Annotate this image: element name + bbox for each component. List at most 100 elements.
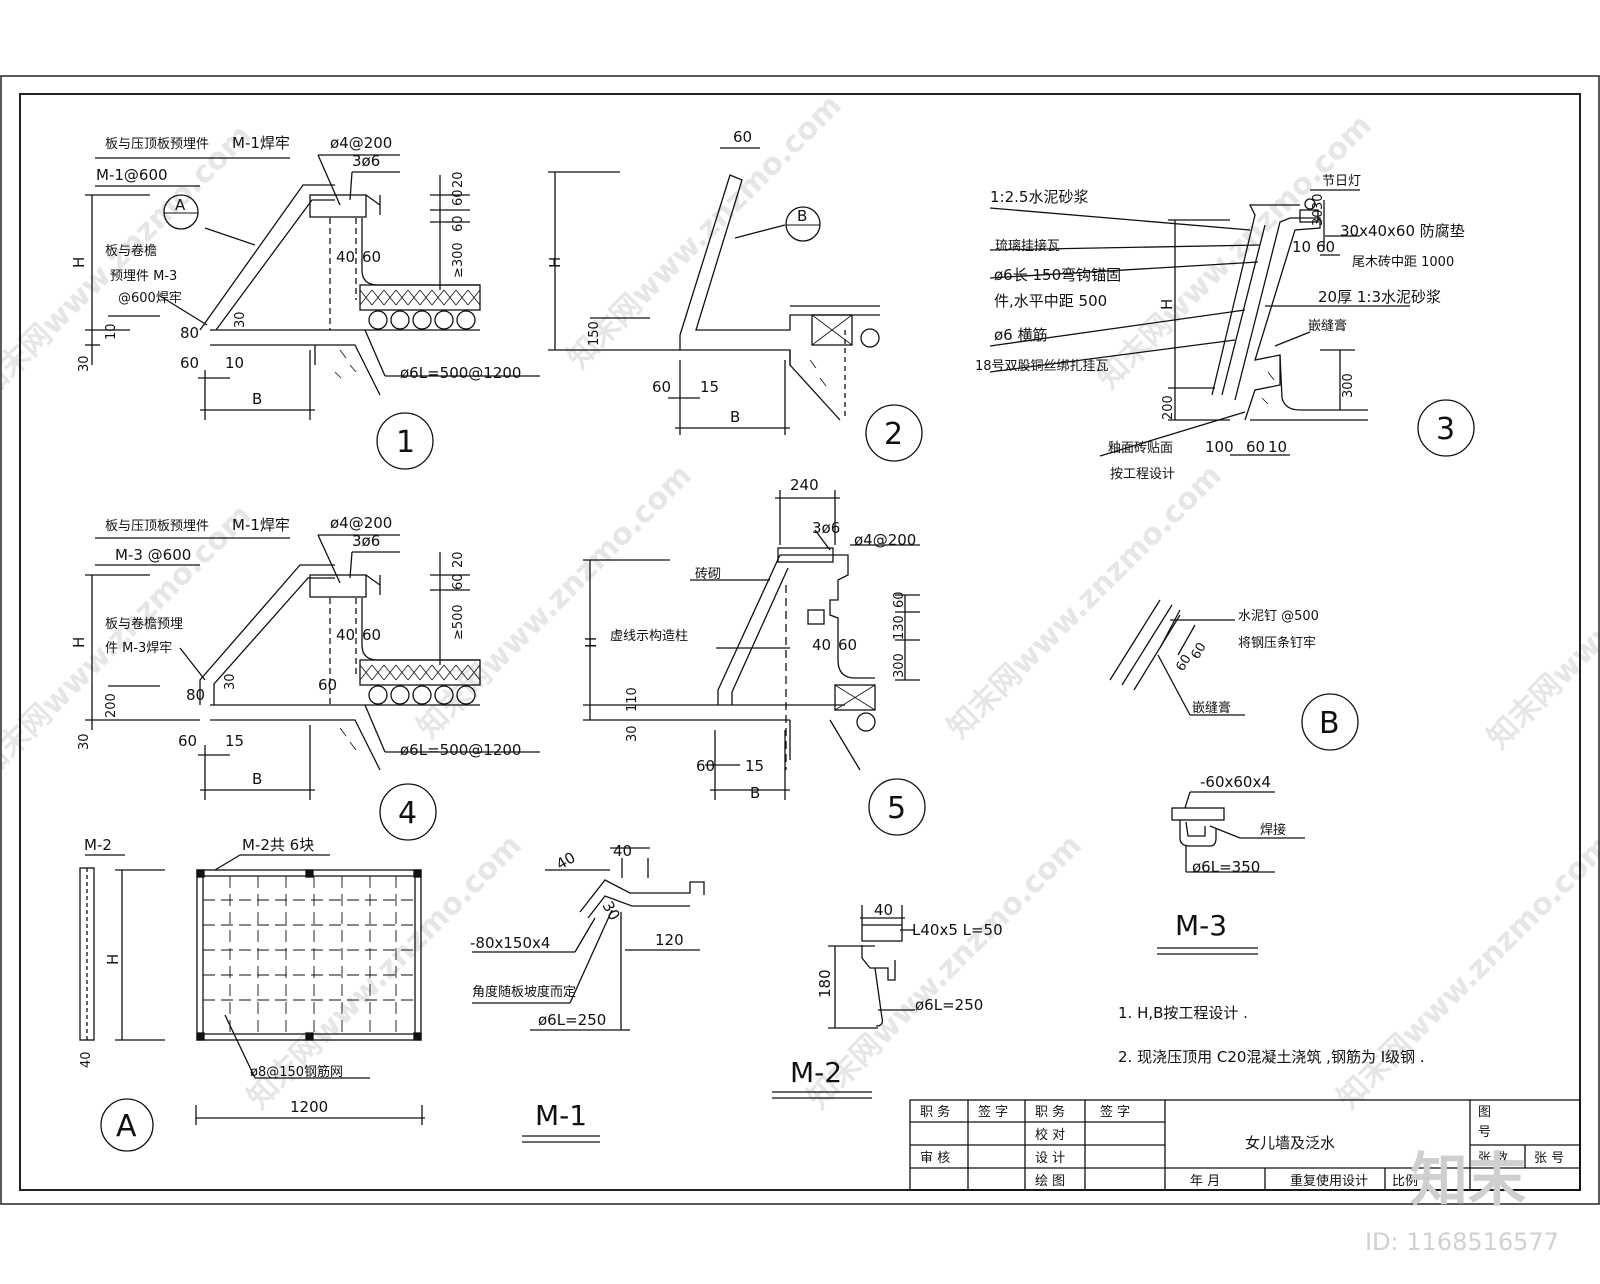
- label: -80x150x4: [470, 934, 550, 952]
- dim: 60: [652, 378, 671, 396]
- dim: 30: [625, 725, 640, 742]
- label: ø8@150钢筋网: [250, 1064, 343, 1080]
- dim: 60: [892, 591, 907, 608]
- dim: B: [252, 390, 262, 408]
- part-title: M-1: [535, 1099, 587, 1132]
- label: 角度随板坡度而定: [472, 984, 576, 1000]
- detail-number: A: [116, 1109, 137, 1144]
- dim: 300: [892, 653, 907, 678]
- label: 嵌缝膏: [1308, 318, 1347, 334]
- tb-label: 张 号: [1534, 1151, 1564, 1166]
- detail-number: 4: [398, 796, 417, 831]
- label: M-1焊牢: [232, 516, 290, 534]
- part-m3-text: M-3 -60x60x4 焊接 ø6L=350: [1175, 773, 1286, 942]
- drawing-title: 女儿墙及泛水: [1245, 1134, 1335, 1152]
- reference-bubble-a: [163, 194, 199, 230]
- dim: ≥300: [451, 242, 466, 278]
- detail-marker-b: [1301, 693, 1359, 751]
- dim: ø4@200: [330, 514, 392, 532]
- dim: 10: [225, 354, 244, 372]
- label: ø6L=250: [915, 996, 983, 1014]
- dim: 60: [180, 354, 199, 372]
- dim: 60: [178, 732, 197, 750]
- reference-label: B: [797, 207, 807, 225]
- watermark: 知末网www.znzmo.com: [941, 458, 1229, 746]
- label: 焊接: [1260, 822, 1286, 838]
- dim: 3ø6: [352, 532, 380, 550]
- dim: 40: [336, 626, 355, 644]
- dim: 20: [451, 171, 466, 188]
- dim: B: [730, 408, 740, 426]
- tb-header: 签 字: [1100, 1104, 1130, 1120]
- dim: H: [104, 954, 122, 965]
- detail-1-text: 板与压顶板预埋件 M-1焊牢 M-1@600 板与卷檐 预埋件 M-3 @600…: [70, 134, 521, 470]
- dim: 15: [700, 378, 719, 396]
- reference-label: A: [175, 196, 186, 214]
- label: ø6L=250: [538, 1011, 606, 1029]
- dim: 30: [233, 311, 248, 328]
- part-m1: [472, 847, 705, 1143]
- label: 板与卷檐: [105, 243, 157, 259]
- dim: 200: [1161, 395, 1176, 420]
- dim: 60: [1316, 238, 1335, 256]
- label: 琉璃挂接瓦: [995, 238, 1060, 254]
- detail-1: [85, 154, 540, 420]
- dim: 10: [104, 323, 119, 340]
- tb-label: 号: [1478, 1125, 1491, 1140]
- tb-header: 职 务: [1035, 1104, 1065, 1120]
- dim: 15: [745, 757, 764, 775]
- detail-b-text: 水泥钉 @500 将钢压条钉牢 嵌缝膏 60 60 B: [1173, 609, 1359, 751]
- detail-5-text: 砖砌 虚线示构造柱 240 3ø6 ø4@200 H 60 130 300 40…: [582, 476, 926, 836]
- dim: 130: [892, 615, 907, 640]
- label: M-3 @600: [115, 546, 191, 564]
- detail-number: 5: [887, 791, 906, 826]
- label: 18号双股铜丝绑扎挂瓦: [975, 359, 1109, 374]
- part-title: M-2: [790, 1056, 842, 1089]
- label: 20厚 1:3水泥砂浆: [1318, 288, 1441, 306]
- tb-label: 年 月: [1190, 1174, 1220, 1189]
- detail-a: [79, 854, 425, 1125]
- label: M-2: [84, 836, 112, 854]
- dim: 120: [655, 931, 684, 949]
- label: M-2共 6块: [242, 836, 314, 854]
- label: M-1@600: [96, 166, 168, 184]
- tb-label: 图: [1478, 1105, 1491, 1120]
- label: 虚线示构造柱: [610, 629, 688, 644]
- dim: 60: [318, 676, 337, 694]
- dim: 60: [451, 189, 466, 206]
- detail-marker-2: [865, 404, 923, 462]
- detail-3-text: 1:2.5水泥砂浆 琉璃挂接瓦 ø6长 150弯钩锚固 件,水平中距 500 ø…: [975, 174, 1475, 482]
- dim: 80: [186, 686, 205, 704]
- dim: 10: [1292, 238, 1311, 256]
- tb-label: 重复使用设计: [1290, 1173, 1368, 1189]
- label: 件,水平中距 500: [994, 292, 1107, 310]
- dim: 100: [1205, 438, 1234, 456]
- title-block: [909, 1099, 1581, 1191]
- dim: 60: [362, 626, 381, 644]
- label: 板与压顶板预埋件: [105, 519, 209, 534]
- dim: 40: [613, 842, 632, 860]
- dim: 180: [816, 969, 834, 998]
- dim: H: [70, 257, 88, 268]
- detail-4-text: 板与压顶板预埋件 M-1焊牢 M-3 @600 板与卷檐预埋 件 M-3焊牢 ø…: [70, 514, 521, 841]
- label: M-1焊牢: [232, 134, 290, 152]
- note: 2. 现浇压顶用 C20混凝土浇筑 ,钢筋为 Ⅰ级钢 .: [1118, 1048, 1425, 1066]
- label: 预埋件 M-3: [110, 269, 177, 284]
- detail-number: B: [1319, 706, 1340, 741]
- label: 板与压顶板预埋件: [105, 137, 209, 152]
- dim: 60: [733, 128, 752, 146]
- dim: 60: [838, 636, 857, 654]
- label: ø6 横筋: [994, 326, 1048, 344]
- tb-role: 绘 图: [1035, 1174, 1065, 1189]
- dim: ø4@200: [854, 531, 916, 549]
- dim: ø6L=500@1200: [400, 741, 521, 759]
- dim: H: [70, 637, 88, 648]
- label: @600焊牢: [118, 290, 182, 306]
- dim: ≥500: [451, 604, 466, 640]
- label: ø6长 150弯钩锚固: [994, 266, 1121, 284]
- label: 釉面砖贴面: [1108, 441, 1173, 456]
- detail-marker-1: [376, 412, 434, 470]
- general-notes: 1. H,B按工程设计 . 2. 现浇压顶用 C20混凝土浇筑 ,钢筋为 Ⅰ级钢…: [1118, 1004, 1425, 1066]
- dim: 30: [77, 355, 92, 372]
- dim: 240: [790, 476, 819, 494]
